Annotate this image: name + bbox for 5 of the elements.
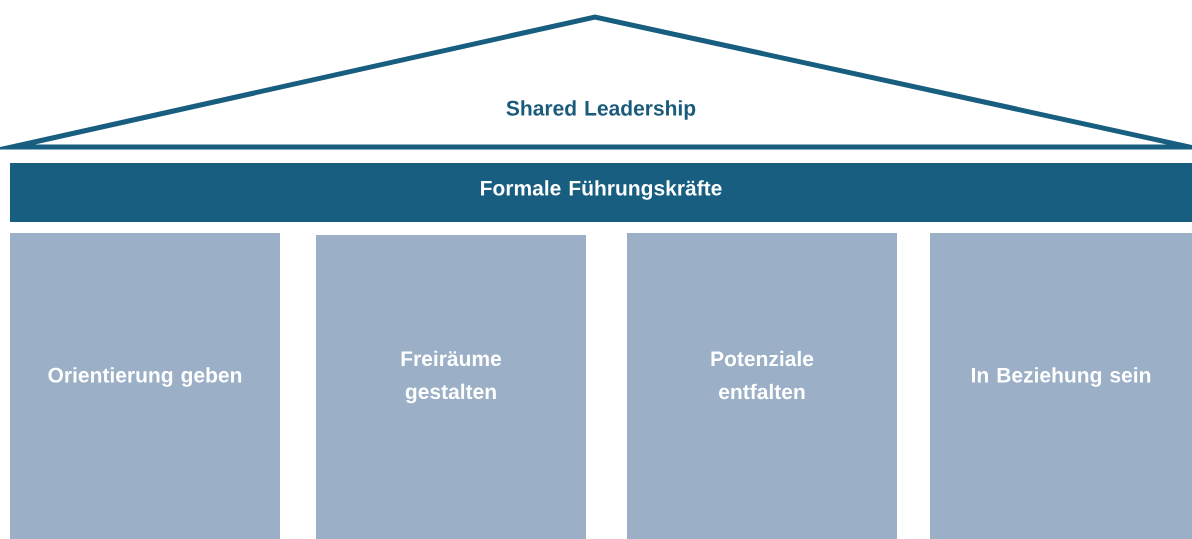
pillar-box: Freiräume gestalten bbox=[316, 235, 586, 539]
pillar-box: Potenziale entfalten bbox=[627, 233, 897, 539]
pillar-box: Orientierung geben bbox=[10, 233, 280, 539]
beam-band: Formale Führungskräfte bbox=[10, 163, 1192, 222]
pillar-box: In Beziehung sein bbox=[930, 233, 1192, 539]
